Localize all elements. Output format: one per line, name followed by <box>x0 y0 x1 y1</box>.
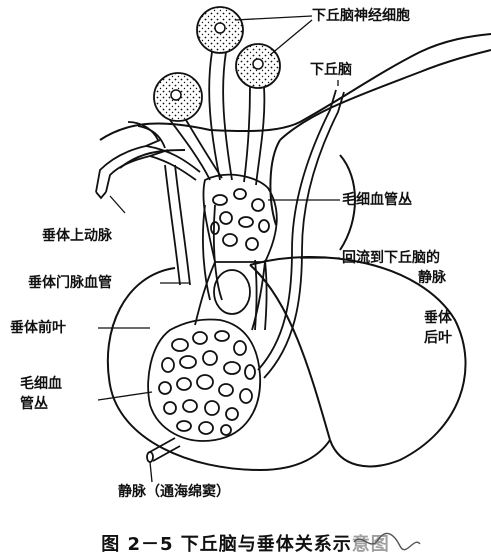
pituitary-gland <box>106 256 467 472</box>
return-vein <box>257 89 345 379</box>
pituitary-stalk <box>194 261 266 331</box>
neuron-axons <box>169 51 266 186</box>
watermark-scribble <box>352 528 422 556</box>
neuron-cell-body-left <box>153 72 203 122</box>
label-posterior-lobe-1: 垂体 <box>424 310 452 326</box>
label-posterior-lobe-2: 后叶 <box>424 330 452 346</box>
portal-vessels <box>164 164 268 331</box>
neuron-cell-body-right <box>235 43 281 89</box>
label-hypothalamus: 下丘脑 <box>310 62 352 78</box>
label-neurons: 下丘脑神经细胞 <box>312 8 410 24</box>
label-return-vein-2: 静脉 <box>418 270 446 286</box>
neuron-cell-body-top <box>196 6 244 54</box>
label-vein-sinus: 静脉（通海绵窦） <box>118 484 230 500</box>
label-capillary-plexus-top: 毛细血管丛 <box>342 192 412 208</box>
anterior-lobe-shape <box>106 267 331 472</box>
label-superior-artery: 垂体上动脉 <box>42 228 112 244</box>
lobe-divider <box>249 264 331 441</box>
figure-caption: 图 2－5 下丘脑与垂体关系示意图 <box>101 534 390 555</box>
capillary-plexus-top <box>202 173 278 263</box>
label-capillary-plexus-2: 管丛 <box>20 396 48 412</box>
posterior-lobe-shape <box>249 256 467 468</box>
label-portal-vessels: 垂体门脉血管 <box>28 275 112 291</box>
label-capillary-plexus-1: 毛细血 <box>20 376 62 392</box>
label-return-vein-1: 回流到下丘脑的 <box>342 250 440 266</box>
hypothalamus-outline <box>99 33 491 251</box>
label-anterior-lobe: 垂体前叶 <box>10 320 66 336</box>
capillary-plexus-anterior <box>147 318 261 442</box>
leader-lines <box>97 15 340 483</box>
hypothalamic-neurons <box>153 6 281 186</box>
